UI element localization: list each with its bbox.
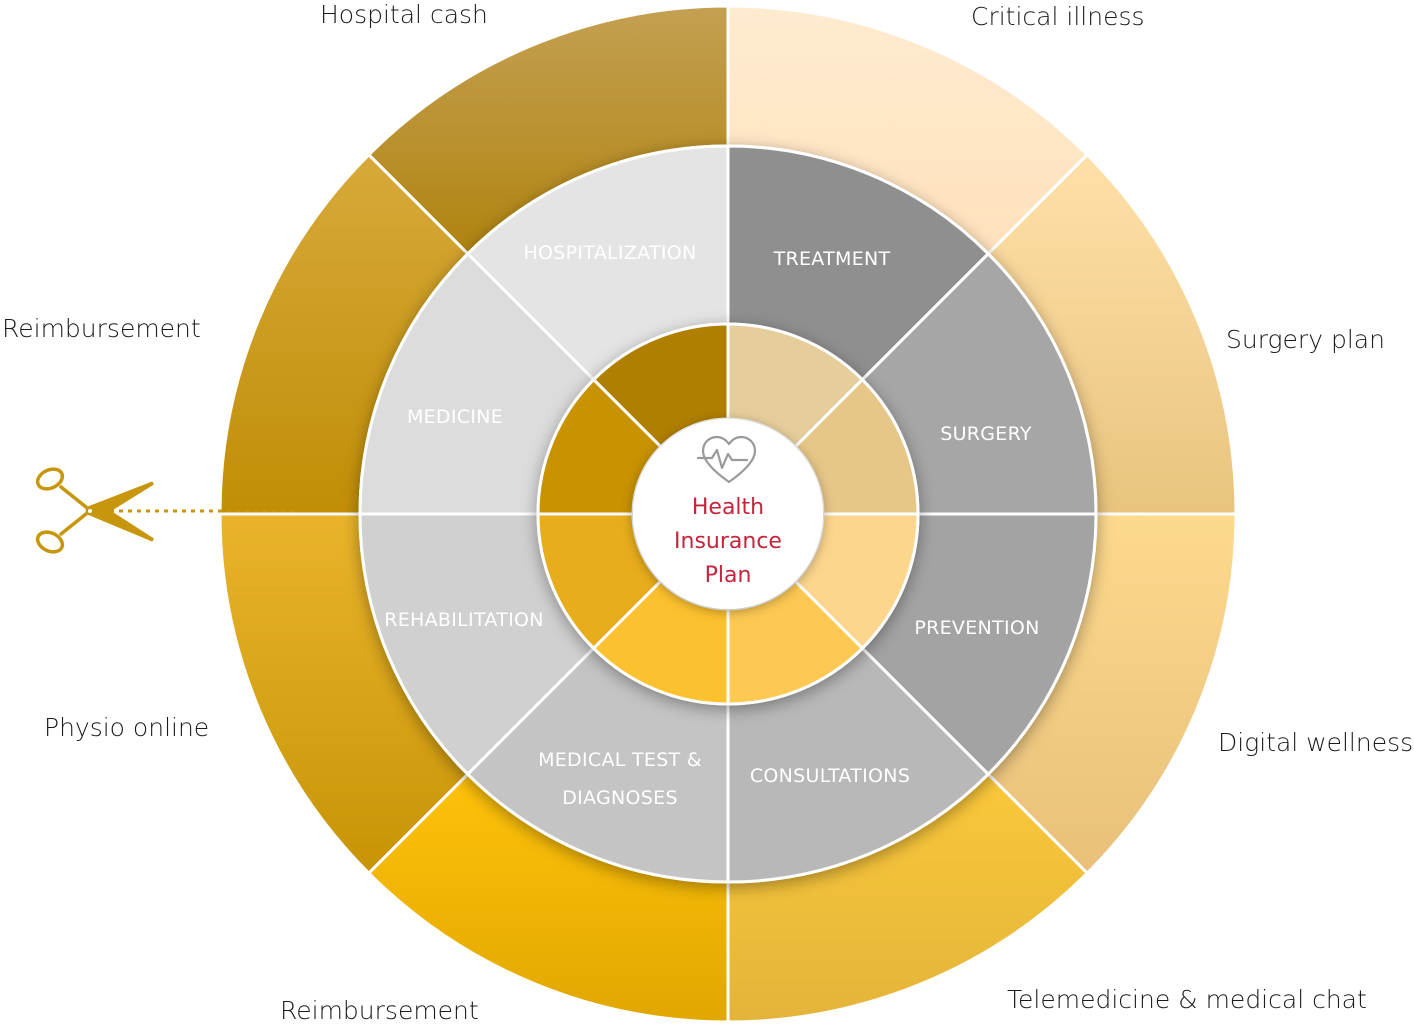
mid-label-prevention: PREVENTION bbox=[914, 617, 1039, 639]
mid-label-medical-test-line1: MEDICAL TEST & bbox=[538, 749, 702, 771]
center-title-line1: Health bbox=[692, 495, 764, 520]
center-disc bbox=[633, 419, 823, 609]
heart-pulse-icon bbox=[696, 435, 757, 484]
outer-label-digital-wellness: Digital wellness bbox=[1218, 728, 1414, 757]
inner-ring bbox=[536, 322, 920, 706]
outer-label-critical-illness: Critical illness bbox=[971, 2, 1145, 31]
outer-label-physio-online: Physio online bbox=[44, 713, 210, 742]
center-title-line2: Insurance bbox=[674, 529, 782, 554]
outer-label-reimbursement-bottom: Reimbursement bbox=[280, 996, 479, 1025]
outer-label-hospital-cash: Hospital cash bbox=[320, 0, 488, 29]
mid-label-consultations: CONSULTATIONS bbox=[750, 765, 910, 787]
mid-label-hospitalization: HOSPITALIZATION bbox=[523, 242, 696, 264]
mid-label-treatment: TREATMENT bbox=[773, 248, 891, 270]
mid-label-rehabilitation: REHABILITATION bbox=[384, 609, 544, 631]
scissors-icon bbox=[35, 467, 154, 554]
mid-label-surgery: SURGERY bbox=[940, 423, 1032, 445]
mid-label-medical-test-line2: DIAGNOSES bbox=[562, 787, 678, 809]
mid-label-medicine: MEDICINE bbox=[407, 406, 503, 428]
outer-label-surgery-plan: Surgery plan bbox=[1226, 325, 1385, 354]
outer-label-reimbursement-left: Reimbursement bbox=[2, 314, 201, 343]
center-title-line3: Plan bbox=[705, 563, 752, 588]
outer-label-telemedicine: Telemedicine & medical chat bbox=[1007, 985, 1367, 1014]
outer-ring bbox=[218, 4, 1238, 1024]
